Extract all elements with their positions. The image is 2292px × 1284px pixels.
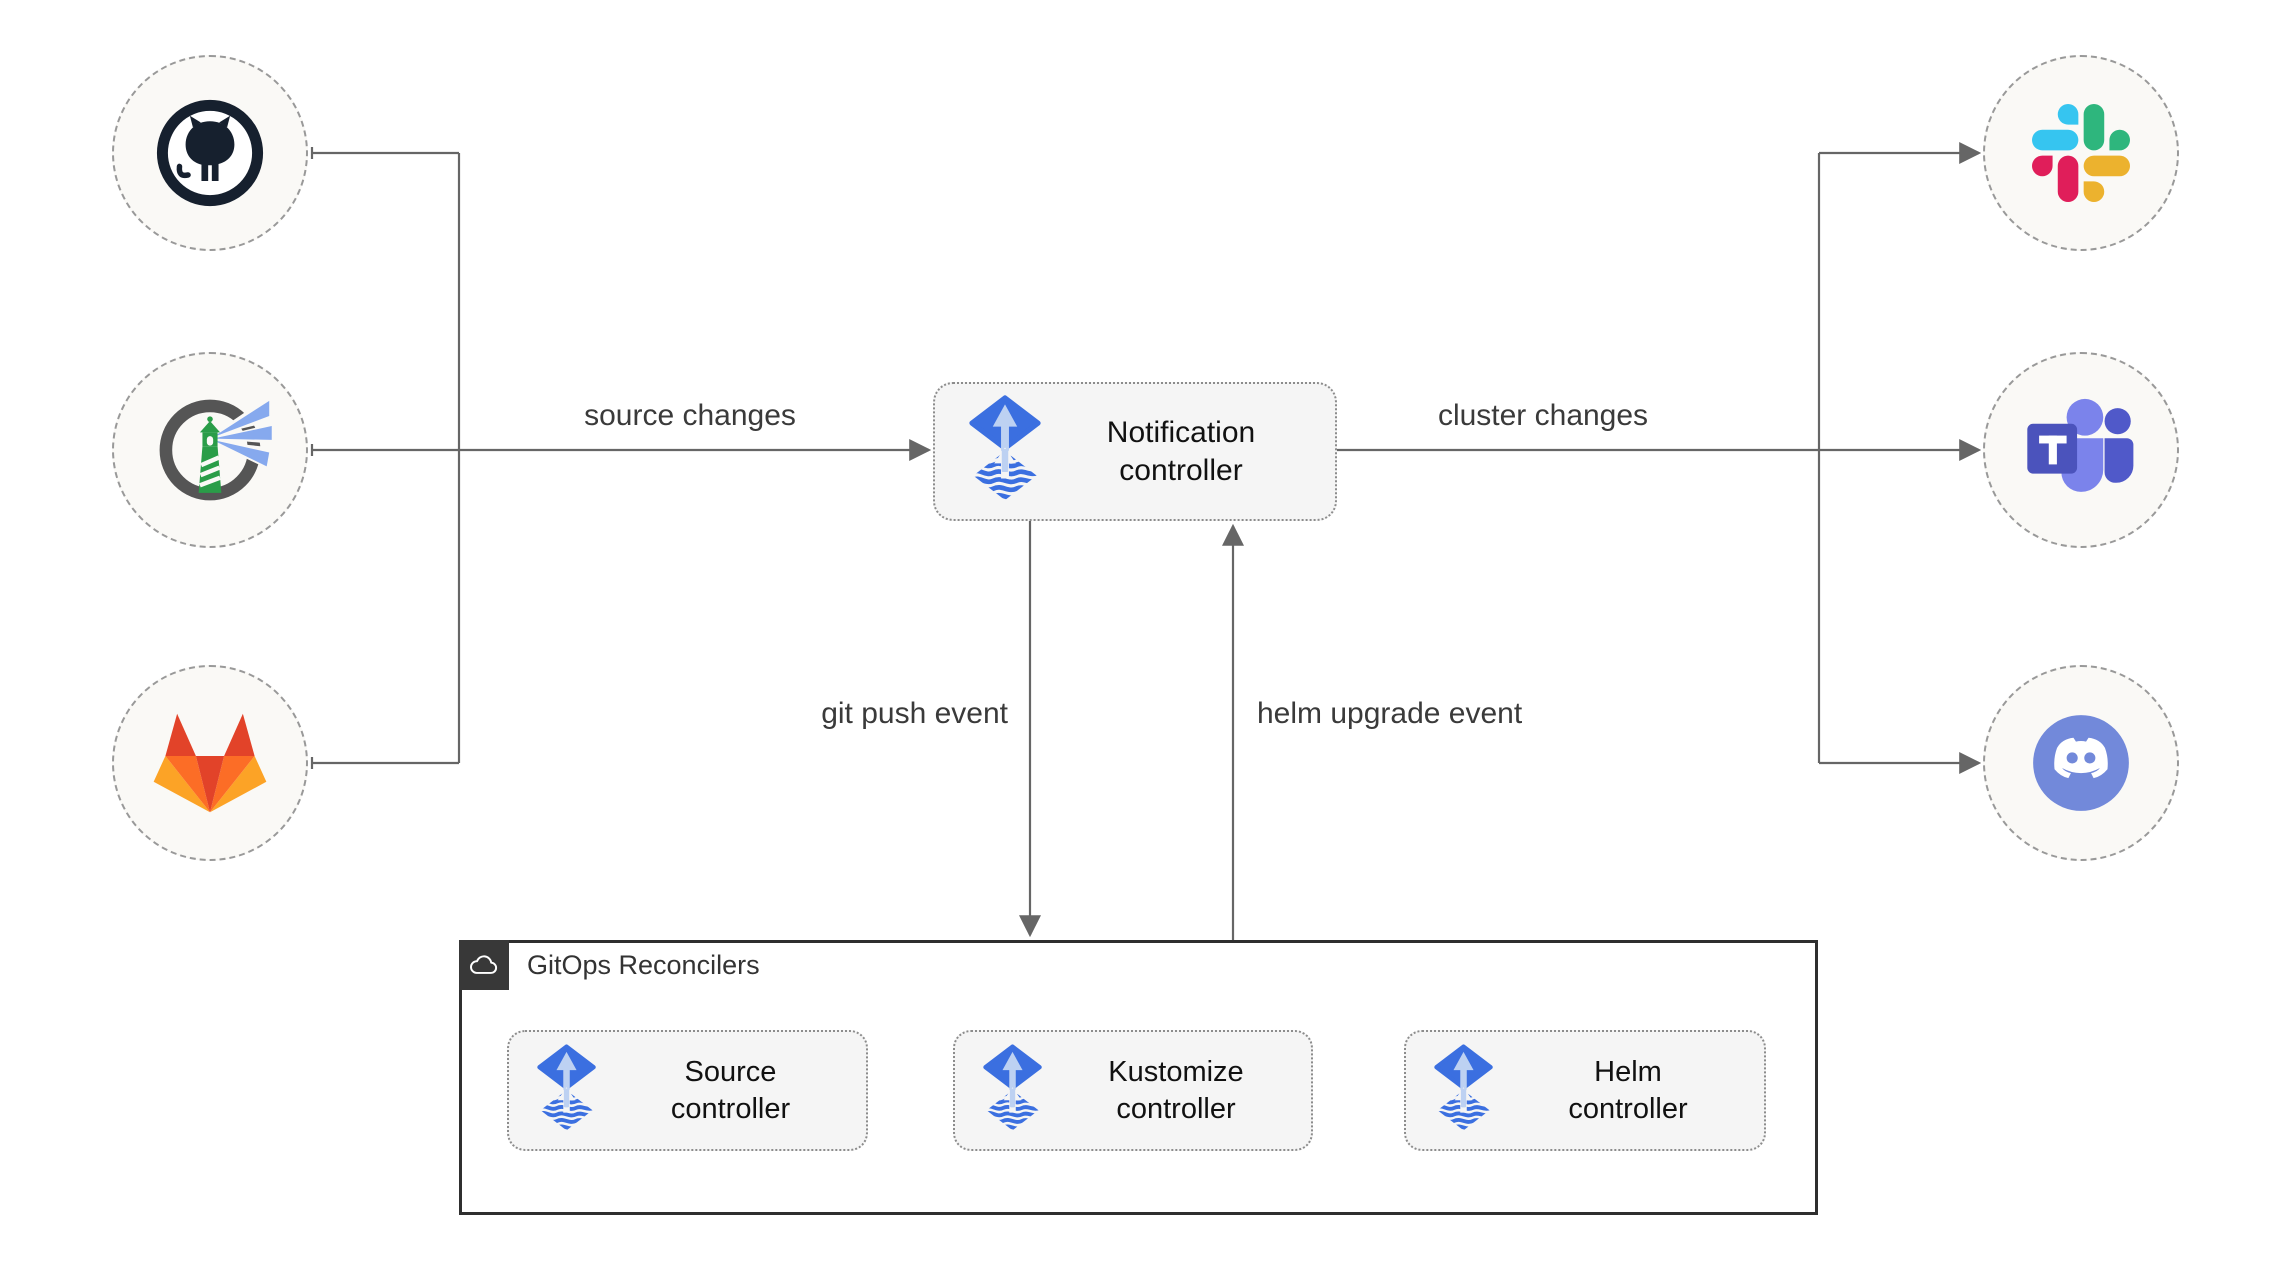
node-discord: [1983, 665, 2179, 861]
gitops-reconcilers-title: GitOps Reconcilers: [527, 949, 760, 980]
flux-icon: [537, 1044, 596, 1137]
node-microsoft-teams: [1983, 352, 2179, 548]
flux-icon: [1434, 1044, 1493, 1137]
microsoft-teams-icon: [2027, 398, 2134, 492]
edge-label-cluster-changes: cluster changes: [1437, 399, 1649, 432]
node-slack: [1983, 55, 2179, 251]
node-github: [112, 55, 308, 251]
gitops-reconcilers-badge: [459, 940, 509, 990]
edge-label-helm-upgrade-event: helm upgrade event: [1257, 697, 1523, 730]
node-harbor: [112, 352, 308, 548]
flux-icon: [969, 395, 1041, 508]
notification-controller-label: Notification controller: [1106, 416, 1256, 487]
discord-icon: [2033, 715, 2129, 811]
node-gitlab: [112, 665, 308, 861]
helm-controller-box: Helm controller: [1404, 1030, 1766, 1151]
helm-controller-label: Helm controller: [1568, 1056, 1688, 1125]
source-controller-label: Source controller: [670, 1056, 791, 1125]
slack-icon: [2032, 104, 2130, 202]
notification-controller-box: Notification controller: [933, 382, 1337, 521]
flux-icon: [983, 1044, 1042, 1137]
github-icon: [156, 99, 264, 207]
source-controller-box: Source controller: [507, 1030, 868, 1151]
gitlab-icon: [153, 713, 267, 813]
kustomize-controller-box: Kustomize controller: [953, 1030, 1313, 1151]
cloud-icon: [470, 955, 498, 974]
kustomize-controller-label: Kustomize controller: [1108, 1056, 1244, 1125]
edge-label-source-changes: source changes: [584, 399, 796, 432]
harbor-icon: [159, 393, 273, 501]
edge-label-git-push-event: git push event: [821, 697, 1008, 730]
